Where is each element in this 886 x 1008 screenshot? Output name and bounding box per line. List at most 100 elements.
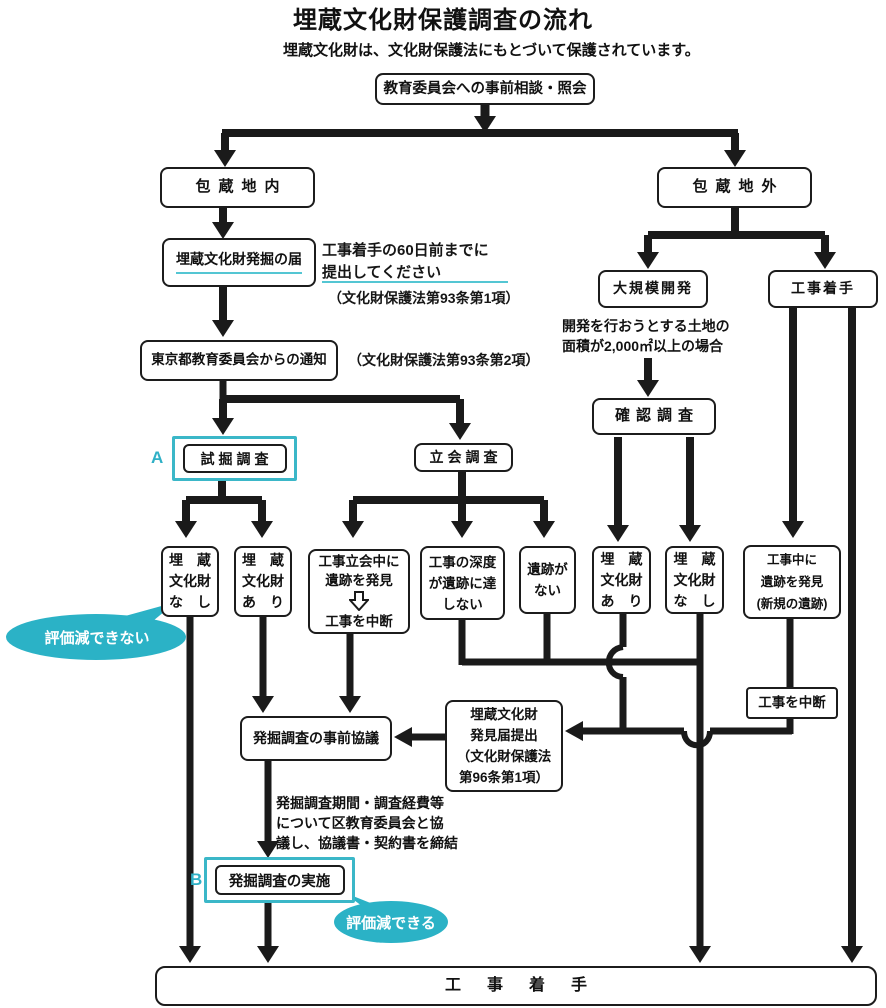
arrowhead [451,521,473,538]
arrowhead [179,946,201,963]
line: 発掘調査期間・調査経費等 [276,795,444,811]
node-discovery-report-submission: 埋蔵文化財 発見届提出 （文化財保護法 第96条第1項） [445,700,563,792]
line: しない [442,596,483,612]
node-attendance-survey: 立会調査 [414,443,513,472]
arrowhead [212,222,234,239]
line: 埋 蔵 [169,552,211,568]
arrowhead [782,521,804,538]
arrowhead [342,521,364,538]
arrowhead [637,252,659,269]
marker-b: B [190,870,203,889]
line: 埋蔵文化財 [470,707,538,722]
arrowhead [339,696,361,713]
line: 工事の深度 [428,554,497,570]
arrowhead [679,525,701,542]
line: 工事中に [766,553,817,567]
arrowhead [814,252,836,269]
page-subtitle: 埋蔵文化財は、文化財保護法にもとづいて保護されています。 [283,42,700,59]
line: 遺跡を発見 [760,575,824,589]
balloons [6,602,448,943]
line: （文化財保護法 [456,749,552,764]
line: 文化財 [673,571,716,588]
line: が遺跡に達 [428,575,497,591]
note-large-scale-condition: 開発を行おうとする土地の 面積が2,000㎡以上の場合 [562,316,730,356]
node-cultural-property-found-1: 埋 蔵 文化財 あ り [234,546,292,617]
node-trial-excavation-survey-label: 試掘調査 [182,444,287,473]
arrowheads [175,116,863,963]
node-remains-found-during-construction: 工事中に 遺跡を発見 (新規の遺跡) [743,545,841,619]
arrowhead [637,380,659,397]
note-law-93-2: （文化財保護法第93条第2項） [348,352,540,368]
node-outside-known-site-area: 包蔵地外 [657,167,812,208]
line: 埋 蔵 [600,550,643,567]
node-excavation-survey-execution-label: 発掘調査の実施 [214,865,345,895]
node-trial-excavation-survey: 試掘調査 [172,436,297,481]
line: 文化財 [600,571,643,588]
arrowhead [251,521,273,538]
node-tokyo-board-notice: 東京都教育委員会からの通知 [140,340,338,381]
note-deadline-line1: 工事着手の60日前までに [322,242,489,259]
balloon-cannot-reduce [6,614,186,660]
line: 文化財 [169,573,211,589]
line: 工事を中断 [325,614,393,629]
balloon-can-reduce-label: 評価減できる [346,915,436,932]
arrowhead [212,320,234,337]
arrowhead [474,116,496,133]
arrowhead [724,150,746,167]
line: あ り [242,594,284,610]
teal-underline [322,281,508,283]
node-remains-found-during-attendance: 工事立会中に 遺跡を発見 工事を中断 [308,549,410,634]
balloon-cannot-reduce-label: 評価減できない [44,630,150,647]
line: 文化財 [242,573,284,589]
line: な し [169,594,211,610]
arrowhead [449,423,471,440]
node-large-scale-development: 大規模開発 [598,270,708,308]
node-no-cultural-property-2: 埋 蔵 文化財 な し [665,546,724,614]
arrowhead [533,521,555,538]
marker-a: A [151,448,164,467]
line: 開発を行おうとする土地の [562,318,730,334]
line: (新規の遺跡) [756,597,828,611]
line: 埋 蔵 [673,550,716,567]
node-depth-not-reaching-remains: 工事の深度 が遺跡に達 しない [420,546,505,620]
hollow-down-arrow-icon [349,591,369,611]
arrowhead [257,841,279,858]
node-no-remains: 遺跡が ない [519,546,576,614]
node-cultural-property-found-2: 埋 蔵 文化財 あ り [592,546,651,614]
arrowhead [607,525,629,542]
arrowhead [841,946,863,963]
node-excavation-notification: 埋蔵文化財発掘の届 [162,238,316,287]
node-prior-consultation: 教育委員会への事前相談・照会 [375,73,595,105]
balloon-can-reduce [334,901,448,943]
line: な し [673,592,716,609]
line-hop [681,730,713,749]
arrowhead [394,727,412,747]
arrowhead [214,150,236,167]
note-law-93-1: （文化財保護法第93条第1項） [328,290,520,306]
node-pre-consultation-for-excavation: 発掘調査の事前協議 [240,716,392,761]
node-excavation-notification-label: 埋蔵文化財発掘の届 [176,251,302,274]
line: 遺跡が [527,562,568,577]
node-suspend-construction: 工事を中断 [746,687,838,719]
page-title: 埋蔵文化財保護調査の流れ [293,8,593,34]
arrowhead [212,418,234,435]
line: あ り [600,592,643,609]
arrowhead [175,521,197,538]
line: 工事立会中に [318,554,400,569]
line: 第96条第1項） [458,770,550,785]
arrowhead [257,946,279,963]
connectors [182,105,856,947]
node-confirmation-survey: 確認調査 [592,398,716,435]
line-hop [605,644,624,680]
line: 議し、協議書・契約書を締結 [276,835,458,851]
node-construction-start-bottom: 工事着手 [155,966,877,1006]
node-no-cultural-property-1: 埋 蔵 文化財 な し [161,546,219,617]
arrowhead [252,696,274,713]
arrowhead [565,721,583,741]
line: 発見届提出 [470,728,538,743]
arrowhead [689,946,711,963]
node-construction-start-top: 工事着手 [768,270,878,308]
note-deadline-line2: 提出してください [322,264,442,281]
